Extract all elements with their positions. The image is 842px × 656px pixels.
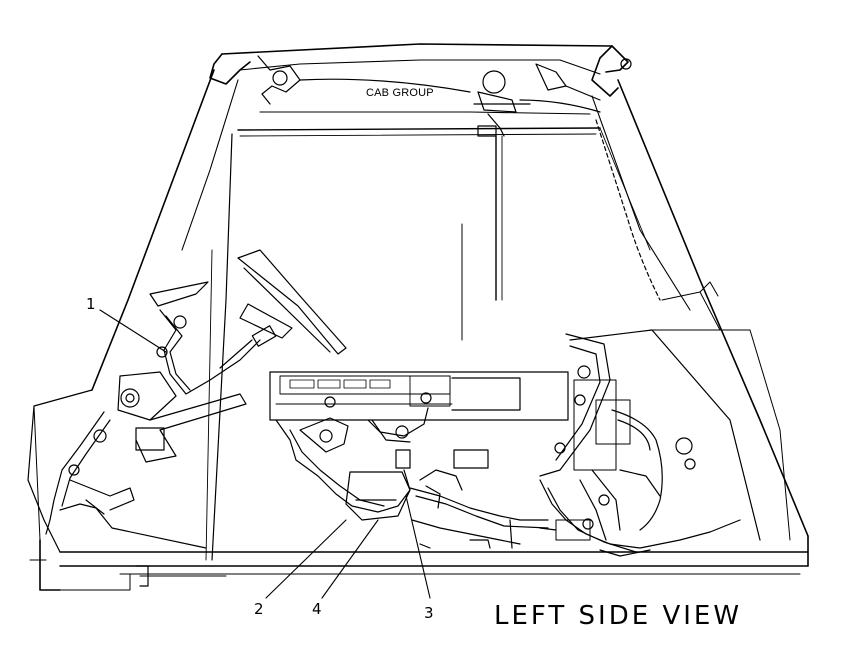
view-title: LEFT SIDE VIEW: [494, 601, 742, 631]
left-harness: [45, 281, 261, 587]
cab-group-label: CAB GROUP: [366, 87, 434, 99]
cab-frame: [27, 43, 809, 591]
instrument-panel: [269, 371, 569, 549]
steering-column: [219, 249, 347, 369]
callout-2: 2: [254, 600, 264, 618]
callout-4: 4: [312, 600, 322, 618]
callout-3: 3: [424, 604, 434, 622]
right-harness: [539, 333, 741, 557]
roof-components: [257, 55, 661, 301]
callout-leaders: [99, 309, 431, 599]
callout-1: 1: [86, 295, 96, 313]
